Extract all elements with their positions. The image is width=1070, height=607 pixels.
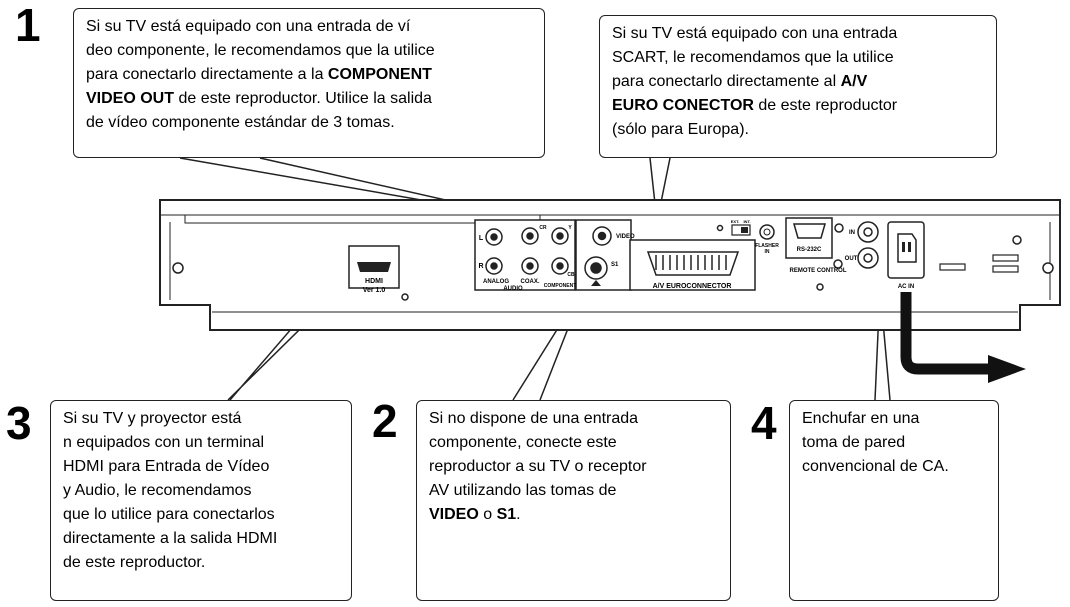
callout-line: reproductor a su TV o receptor: [429, 458, 647, 475]
svg-text:CR: CR: [539, 225, 547, 231]
callout-line: Si no dispone de una entrada: [429, 410, 639, 427]
callout-line: VIDEO OUT de este reproductor. Utilice l…: [86, 90, 432, 107]
svg-text:INT.: INT.: [743, 219, 750, 224]
callout-line: Si su TV está equipado con una entrada d…: [86, 18, 411, 35]
callout-line: para conectarlo directamente al A/V: [612, 73, 868, 90]
callout-line: que lo utilice para conectarlos: [63, 506, 275, 523]
ac-inlet: AC IN: [887, 221, 925, 290]
svg-text:ANALOG: ANALOG: [483, 279, 509, 285]
svg-text:CB: CB: [567, 272, 575, 278]
rs232c-port: RS-232C: [785, 217, 833, 259]
callout-line: de vídeo componente estándar de 3 tomas.: [86, 114, 395, 131]
callout-component-video: Si su TV está equipado con una entrada d…: [73, 8, 545, 158]
callout-line: EURO CONECTOR de este reproductor: [612, 97, 898, 114]
callout-line: convencional de CA.: [802, 458, 949, 475]
step-number-1: 1: [15, 0, 41, 51]
av-jack-labels: L R ANALOG AUDIO COAX. COMPONENT Y CR CB…: [478, 225, 635, 292]
callout-line: Si su TV está equipado con una entrada: [612, 25, 898, 42]
hdmi-port: HDMI Ver 1.0: [348, 245, 400, 294]
callout-hdmi: Si su TV y proyector está n equipados co…: [50, 400, 352, 601]
svg-text:S1: S1: [611, 262, 619, 268]
step-number-4: 4: [751, 397, 777, 449]
callout-line: de este reproductor.: [63, 554, 206, 571]
vent-slots: [939, 254, 1019, 273]
callout-line: deo componente, le recomendamos que la u…: [86, 42, 435, 59]
euro-scart-connector: A/V EUROCONNECTOR: [629, 239, 756, 291]
svg-text:IN: IN: [765, 249, 770, 255]
callout-line: AV utilizando las tomas de: [429, 482, 617, 499]
callout-video-s1: Si no dispone de una entrada componente,…: [416, 400, 731, 601]
hdmi-label: HDMI: [365, 278, 383, 285]
flasher-section: EXT. INT. FLASHER IN: [731, 219, 779, 255]
callout-line: para conectarlo directamente a la COMPON…: [86, 66, 432, 83]
svg-text:Y: Y: [568, 225, 572, 231]
svg-text:EXT.: EXT.: [731, 219, 739, 224]
power-cord-arrow-icon: [988, 355, 1026, 383]
svg-text:AC IN: AC IN: [898, 284, 914, 290]
callout-line: y Audio, le recomendamos: [63, 482, 252, 499]
av-jack-panel: [474, 219, 632, 291]
callout-line: VIDEO o S1.: [429, 506, 521, 523]
callout-ac-power: Enchufar en una toma de pared convencion…: [789, 400, 999, 601]
step-number-3: 3: [6, 397, 32, 449]
svg-text:AUDIO: AUDIO: [503, 286, 523, 292]
callout-line: Enchufar en una: [802, 410, 920, 427]
svg-text:L: L: [479, 235, 484, 242]
remote-control-jacks: [857, 221, 879, 269]
remote-control-label: REMOTE CONTROL: [790, 268, 847, 274]
callout-line: HDMI para Entrada de Vídeo: [63, 458, 270, 475]
svg-text:COMPONENT: COMPONENT: [544, 283, 577, 289]
svg-text:OUT: OUT: [845, 256, 858, 262]
svg-text:FLASHER: FLASHER: [755, 243, 779, 249]
callout-line: n equipados con un terminal: [63, 434, 265, 451]
step-number-2: 2: [372, 395, 398, 447]
callout-line: directamente a la salida HDMI: [63, 530, 278, 547]
euroconnector-label: A/V EUROCONNECTOR: [653, 283, 732, 290]
callout-line: componente, conecte este: [429, 434, 617, 451]
callout-line: (sólo para Europa).: [612, 121, 749, 138]
svg-text:RS-232C: RS-232C: [797, 247, 822, 253]
callout-line: toma de pared: [802, 434, 906, 451]
callout-line: SCART, le recomendamos que la utilice: [612, 49, 894, 66]
callout-scart: Si su TV está equipado con una entrada S…: [599, 15, 997, 158]
svg-text:VIDEO: VIDEO: [616, 234, 635, 240]
callout-line: Si su TV y proyector está: [63, 410, 242, 427]
power-cord: [900, 292, 1026, 383]
hdmi-version-label: Ver 1.0: [363, 287, 386, 294]
svg-text:IN: IN: [849, 230, 855, 236]
svg-text:COAX.: COAX.: [520, 279, 539, 285]
svg-text:R: R: [478, 263, 483, 270]
